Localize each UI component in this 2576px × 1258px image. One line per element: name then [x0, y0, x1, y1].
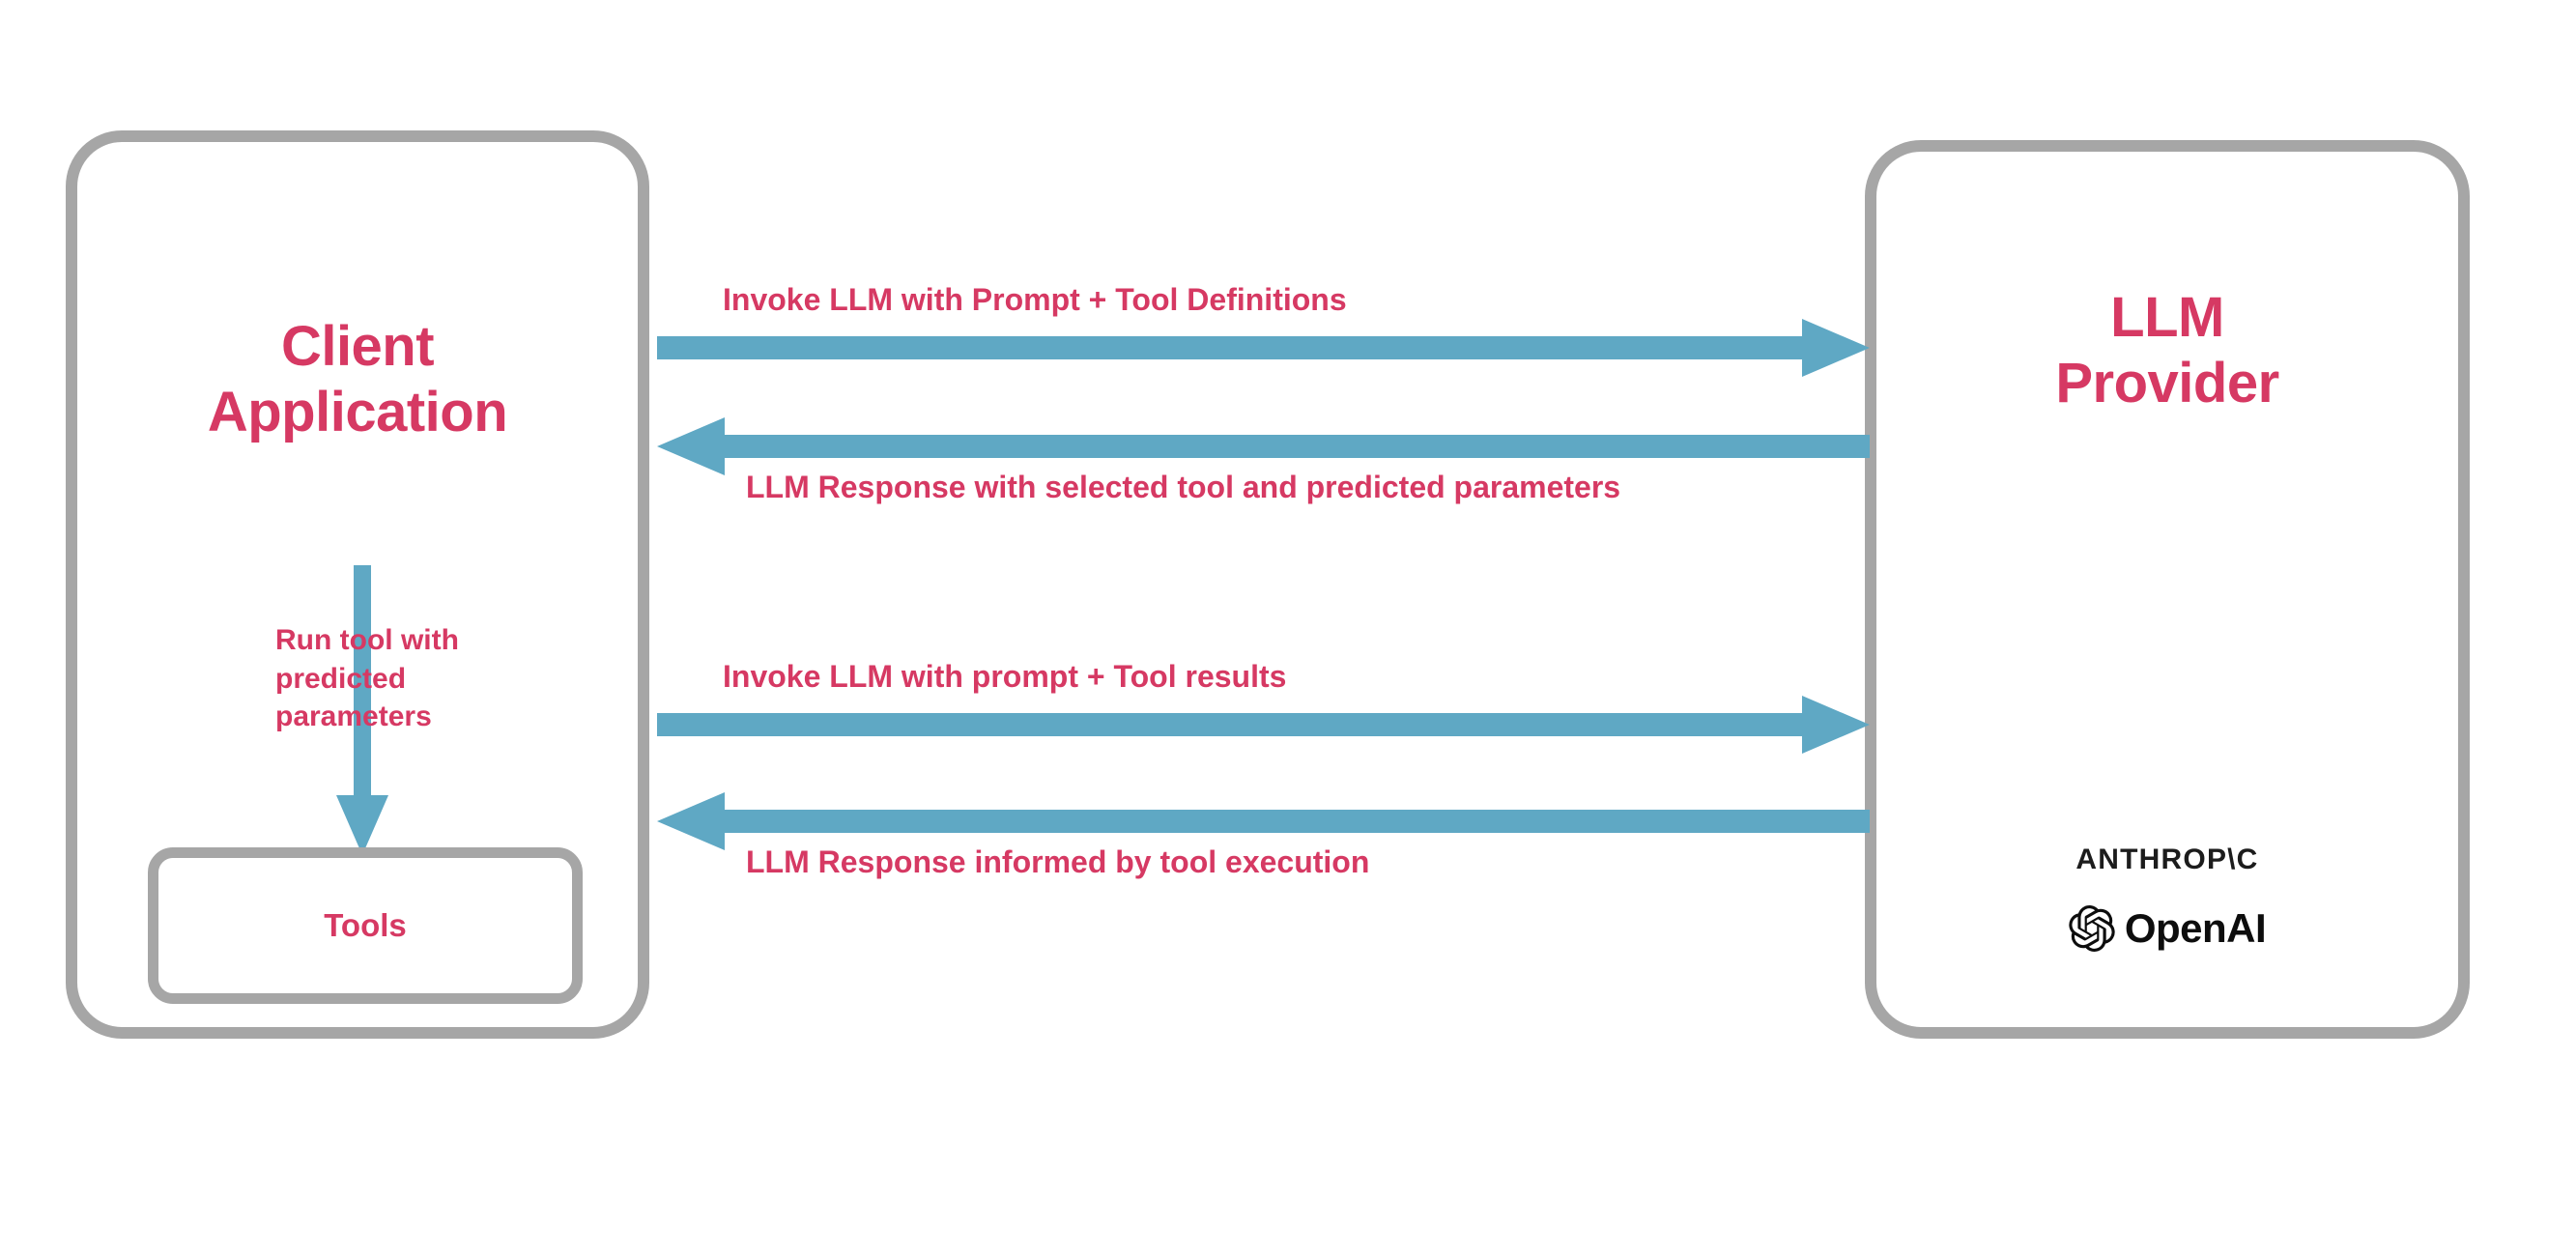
tools-box[interactable]: Tools — [148, 847, 583, 1004]
client-title-line-1: Client — [280, 315, 435, 378]
provider-title-line-2: Provider — [2055, 352, 2279, 415]
run-tool-label: Run tool with predicted parameters — [275, 624, 459, 733]
provider-title-line-1: LLM — [2110, 286, 2224, 349]
message-label-1: Invoke LLM with Prompt + Tool Definition… — [723, 282, 1347, 317]
arrow-left-icon — [657, 417, 1870, 475]
arrow-down-icon — [336, 565, 388, 855]
openai-lockup: OpenAI — [1876, 905, 2458, 952]
client-title-line-2: Application — [207, 381, 508, 444]
openai-wordmark: OpenAI — [2124, 905, 2267, 951]
arrow-right-icon — [657, 696, 1870, 754]
message-label-2: LLM Response with selected tool and pred… — [746, 470, 1621, 504]
client-application-box: Client Application Run tool with predict… — [66, 130, 649, 1039]
anthropic-wordmark: ANTHROP\C — [2075, 843, 2259, 875]
openai-blossom-icon — [2069, 905, 2115, 952]
llm-provider-box: LLM Provider ANTHROP\C OpenAI — [1865, 140, 2470, 1039]
message-label-3: Invoke LLM with prompt + Tool results — [723, 659, 1287, 694]
llm-provider-title: LLM Provider — [1876, 285, 2458, 417]
message-label-4: LLM Response informed by tool execution — [746, 844, 1370, 879]
arrow-left-icon — [657, 792, 1870, 850]
arrow-right-icon — [657, 319, 1870, 377]
client-application-title: Client Application — [77, 314, 638, 446]
tools-label: Tools — [324, 907, 407, 943]
